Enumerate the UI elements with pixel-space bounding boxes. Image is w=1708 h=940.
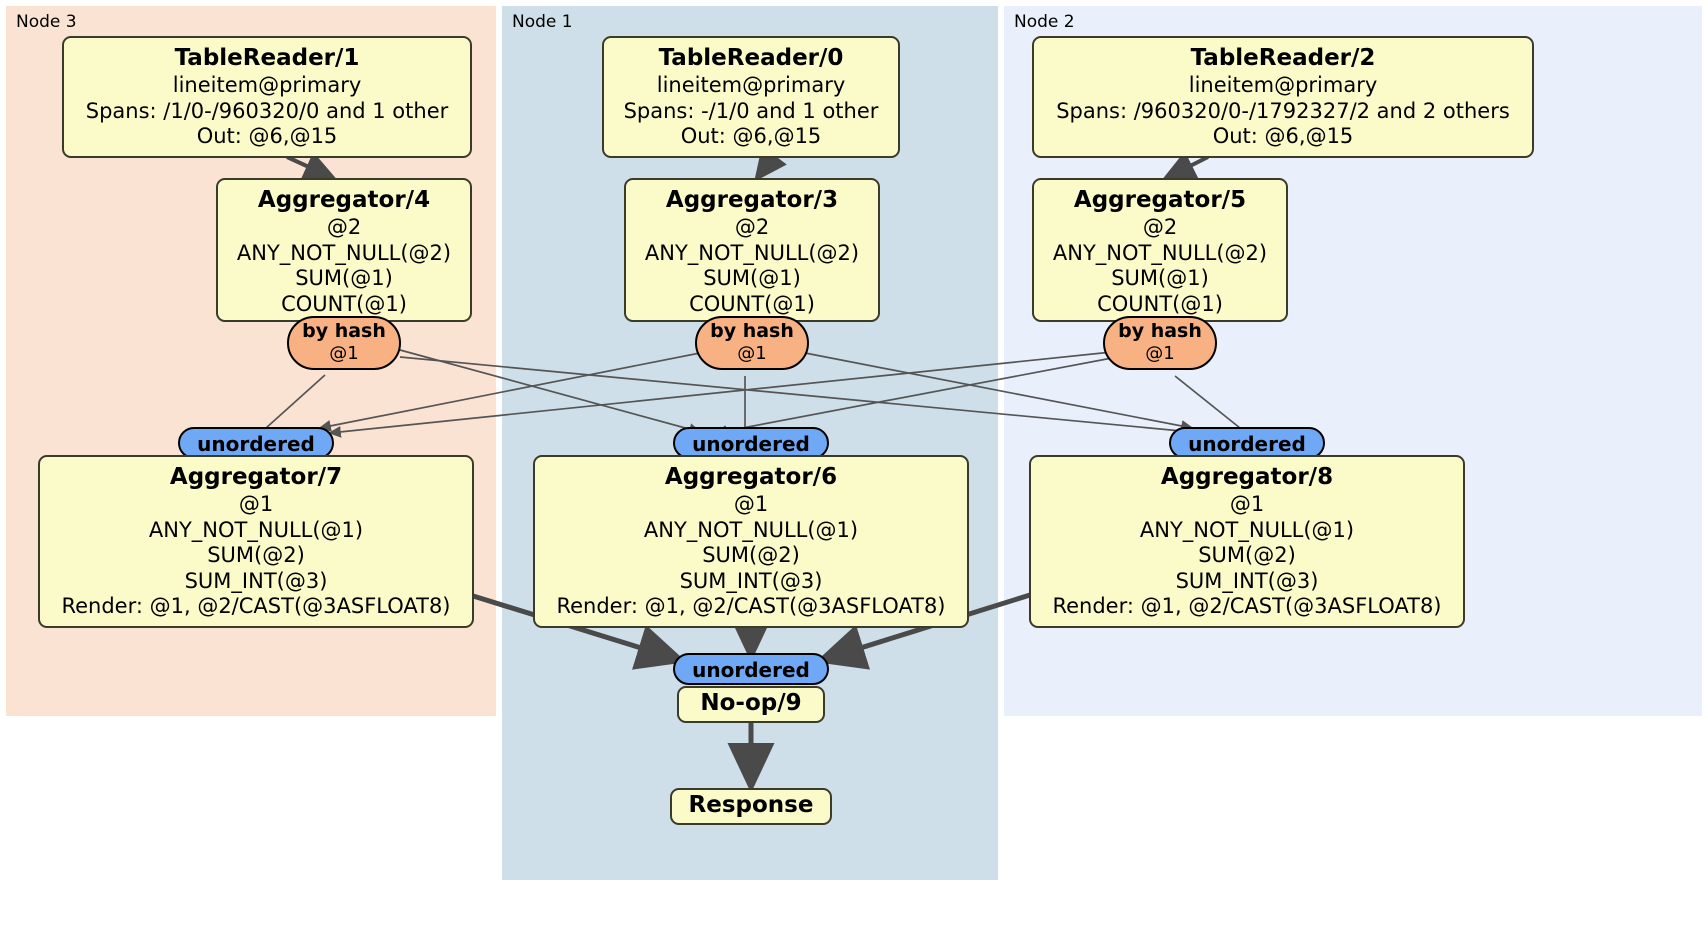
- processor-line: SUM(@1): [295, 266, 393, 290]
- processor-line: ANY_NOT_NULL(@2): [236, 240, 452, 265]
- processor-line: @2: [326, 215, 362, 239]
- processor-table-reader-2[interactable]: TableReader/2 lineitem@primary Spans: /9…: [1032, 36, 1534, 158]
- processor-line: SUM(@1): [1111, 266, 1209, 290]
- synchronizer-label: unordered: [692, 432, 810, 456]
- processor-line: Render: @1, @2/CAST(@3ASFLOAT8): [61, 594, 451, 618]
- processor-title: Aggregator/4: [257, 187, 431, 213]
- processor-line: COUNT(@1): [1097, 291, 1223, 316]
- processor-line: SUM_INT(@3): [679, 568, 823, 593]
- router-column: @1: [1145, 343, 1175, 364]
- processor-line: ANY_NOT_NULL(@1): [1139, 517, 1355, 542]
- processor-table-reader-0[interactable]: TableReader/0 lineitem@primary Spans: -/…: [602, 36, 900, 158]
- processor-line: @1: [1229, 492, 1265, 516]
- processor-line: ANY_NOT_NULL(@1): [643, 517, 859, 542]
- processor-response[interactable]: Response: [670, 788, 832, 825]
- processor-title: Response: [688, 792, 814, 818]
- processor-line: @2: [734, 215, 770, 239]
- processor-line: SUM(@2): [1198, 543, 1296, 567]
- processor-line: COUNT(@1): [689, 291, 815, 316]
- processor-line: Spans: -/1/0 and 1 other: [623, 98, 879, 123]
- processor-line: ANY_NOT_NULL(@2): [1052, 240, 1268, 265]
- synchronizer-label: unordered: [692, 658, 810, 682]
- processor-line: Out: @6,@15: [680, 124, 822, 148]
- processor-line: @2: [1142, 215, 1178, 239]
- synchronizer-unordered-right[interactable]: unordered: [1169, 427, 1325, 459]
- router-kind: by hash: [1118, 320, 1202, 342]
- synchronizer-unordered-left[interactable]: unordered: [178, 427, 334, 459]
- processor-title: Aggregator/5: [1073, 187, 1247, 213]
- processor-line: @1: [238, 492, 274, 516]
- processor-line: Spans: /1/0-/960320/0 and 1 other: [85, 98, 449, 123]
- processor-aggregator-8[interactable]: Aggregator/8 @1 ANY_NOT_NULL(@1) SUM(@2)…: [1029, 455, 1465, 628]
- processor-line: SUM(@2): [207, 543, 305, 567]
- processor-line: COUNT(@1): [281, 291, 407, 316]
- processor-title: TableReader/2: [1190, 45, 1376, 71]
- processor-line: lineitem@primary: [1188, 73, 1378, 97]
- synchronizer-label: unordered: [1188, 432, 1306, 456]
- panel-node-2-label: Node 2: [1014, 12, 1075, 32]
- router-by-hash-center[interactable]: by hash @1: [695, 316, 809, 370]
- router-kind: by hash: [302, 320, 386, 342]
- processor-line: Out: @6,@15: [196, 124, 338, 148]
- processor-line: lineitem@primary: [172, 73, 362, 97]
- processor-no-op-9[interactable]: No-op/9: [677, 686, 825, 723]
- processor-title: No-op/9: [700, 690, 802, 716]
- processor-title: Aggregator/6: [664, 464, 838, 490]
- router-by-hash-left[interactable]: by hash @1: [287, 316, 401, 370]
- processor-aggregator-6[interactable]: Aggregator/6 @1 ANY_NOT_NULL(@1) SUM(@2)…: [533, 455, 969, 628]
- router-column: @1: [737, 343, 767, 364]
- router-column: @1: [329, 343, 359, 364]
- processor-title: Aggregator/3: [665, 187, 839, 213]
- synchronizer-label: unordered: [197, 432, 315, 456]
- processor-line: Render: @1, @2/CAST(@3ASFLOAT8): [556, 594, 946, 618]
- processor-aggregator-3[interactable]: Aggregator/3 @2 ANY_NOT_NULL(@2) SUM(@1)…: [624, 178, 880, 322]
- processor-line: SUM(@1): [703, 266, 801, 290]
- router-by-hash-right[interactable]: by hash @1: [1103, 316, 1217, 370]
- panel-node-1-label: Node 1: [512, 12, 573, 32]
- processor-table-reader-1[interactable]: TableReader/1 lineitem@primary Spans: /1…: [62, 36, 472, 158]
- processor-title: TableReader/1: [174, 45, 360, 71]
- processor-line: SUM_INT(@3): [1175, 568, 1319, 593]
- processor-line: lineitem@primary: [656, 73, 846, 97]
- processor-title: TableReader/0: [658, 45, 844, 71]
- processor-aggregator-7[interactable]: Aggregator/7 @1 ANY_NOT_NULL(@1) SUM(@2)…: [38, 455, 474, 628]
- processor-aggregator-5[interactable]: Aggregator/5 @2 ANY_NOT_NULL(@2) SUM(@1)…: [1032, 178, 1288, 322]
- processor-aggregator-4[interactable]: Aggregator/4 @2 ANY_NOT_NULL(@2) SUM(@1)…: [216, 178, 472, 322]
- processor-line: SUM(@2): [702, 543, 800, 567]
- processor-line: Render: @1, @2/CAST(@3ASFLOAT8): [1052, 594, 1442, 618]
- processor-title: Aggregator/7: [169, 464, 343, 490]
- processor-line: Out: @6,@15: [1212, 124, 1354, 148]
- router-kind: by hash: [710, 320, 794, 342]
- processor-line: ANY_NOT_NULL(@1): [148, 517, 364, 542]
- processor-line: @1: [733, 492, 769, 516]
- processor-line: SUM_INT(@3): [184, 568, 328, 593]
- processor-title: Aggregator/8: [1160, 464, 1334, 490]
- panel-node-3-label: Node 3: [16, 12, 77, 32]
- synchronizer-unordered-final[interactable]: unordered: [673, 653, 829, 685]
- processor-line: ANY_NOT_NULL(@2): [644, 240, 860, 265]
- processor-line: Spans: /960320/0-/1792327/2 and 2 others: [1056, 98, 1510, 123]
